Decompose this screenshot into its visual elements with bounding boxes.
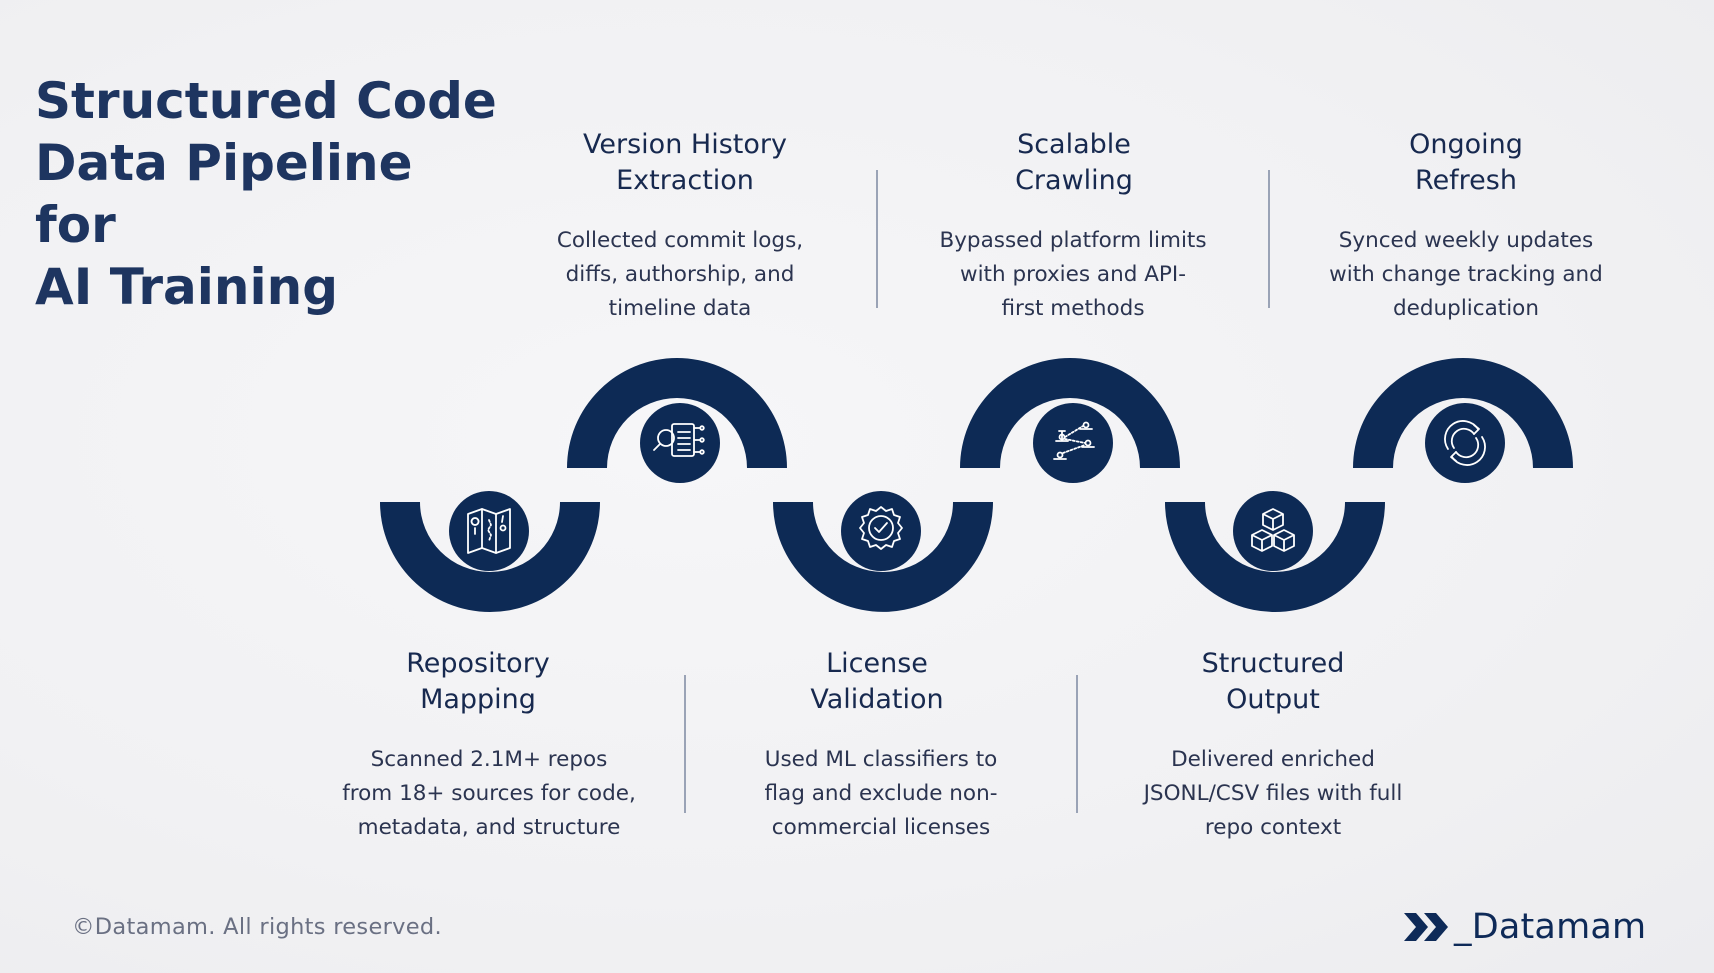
ring-step-6: [1353, 358, 1573, 468]
step-2-title: Version History Extraction: [583, 129, 787, 196]
network-nodes-icon: [1033, 403, 1113, 483]
chevron-logo-icon: [1404, 913, 1448, 941]
title-line-1: Structured Code: [35, 72, 497, 130]
step-5-title: Structured Output: [1201, 648, 1345, 715]
step-1-title: Repository Mapping: [406, 648, 550, 715]
copyright-text: ©Datamam. All rights reserved.: [72, 914, 442, 940]
divider-top-2: [1268, 170, 1270, 308]
title-line-3: AI Training: [35, 258, 338, 316]
step-4-description: Bypassed platform limits with proxies an…: [939, 228, 1207, 321]
step-3-description: Used ML classifiers to flag and exclude …: [764, 747, 998, 840]
brand-name: _Datamam: [1454, 907, 1647, 947]
step-3-title: License Validation: [810, 648, 944, 715]
divider-bottom-2: [1076, 675, 1078, 813]
ring-step-5: [1165, 502, 1385, 612]
brand-logo: _Datamam: [1402, 905, 1646, 949]
step-6-description: Synced weekly updates with change tracki…: [1329, 228, 1603, 321]
step-5-description: Delivered enriched JSONL/CSV files with …: [1143, 747, 1403, 840]
refresh-icon: [1425, 403, 1505, 483]
badge-check-icon: [841, 491, 921, 571]
title-line-2: Data Pipeline for: [35, 134, 413, 254]
ring-step-3: [773, 502, 993, 612]
ring-step-4: [960, 358, 1180, 468]
ring-step-1: [380, 502, 600, 612]
page-title: Structured Code Data Pipeline for AI Tra…: [35, 70, 505, 318]
step-2-description: Collected commit logs, diffs, authorship…: [556, 228, 804, 321]
step-6-title: Ongoing Refresh: [1409, 129, 1523, 196]
cubes-icon: [1233, 491, 1313, 571]
ring-step-2: [567, 358, 787, 468]
map-icon: [449, 491, 529, 571]
document-search-icon: [640, 403, 720, 483]
step-1-description: Scanned 2.1M+ repos from 18+ sources for…: [342, 747, 636, 840]
divider-bottom-1: [684, 675, 686, 813]
divider-top-1: [876, 170, 878, 308]
step-4-title: Scalable Crawling: [1015, 129, 1133, 196]
